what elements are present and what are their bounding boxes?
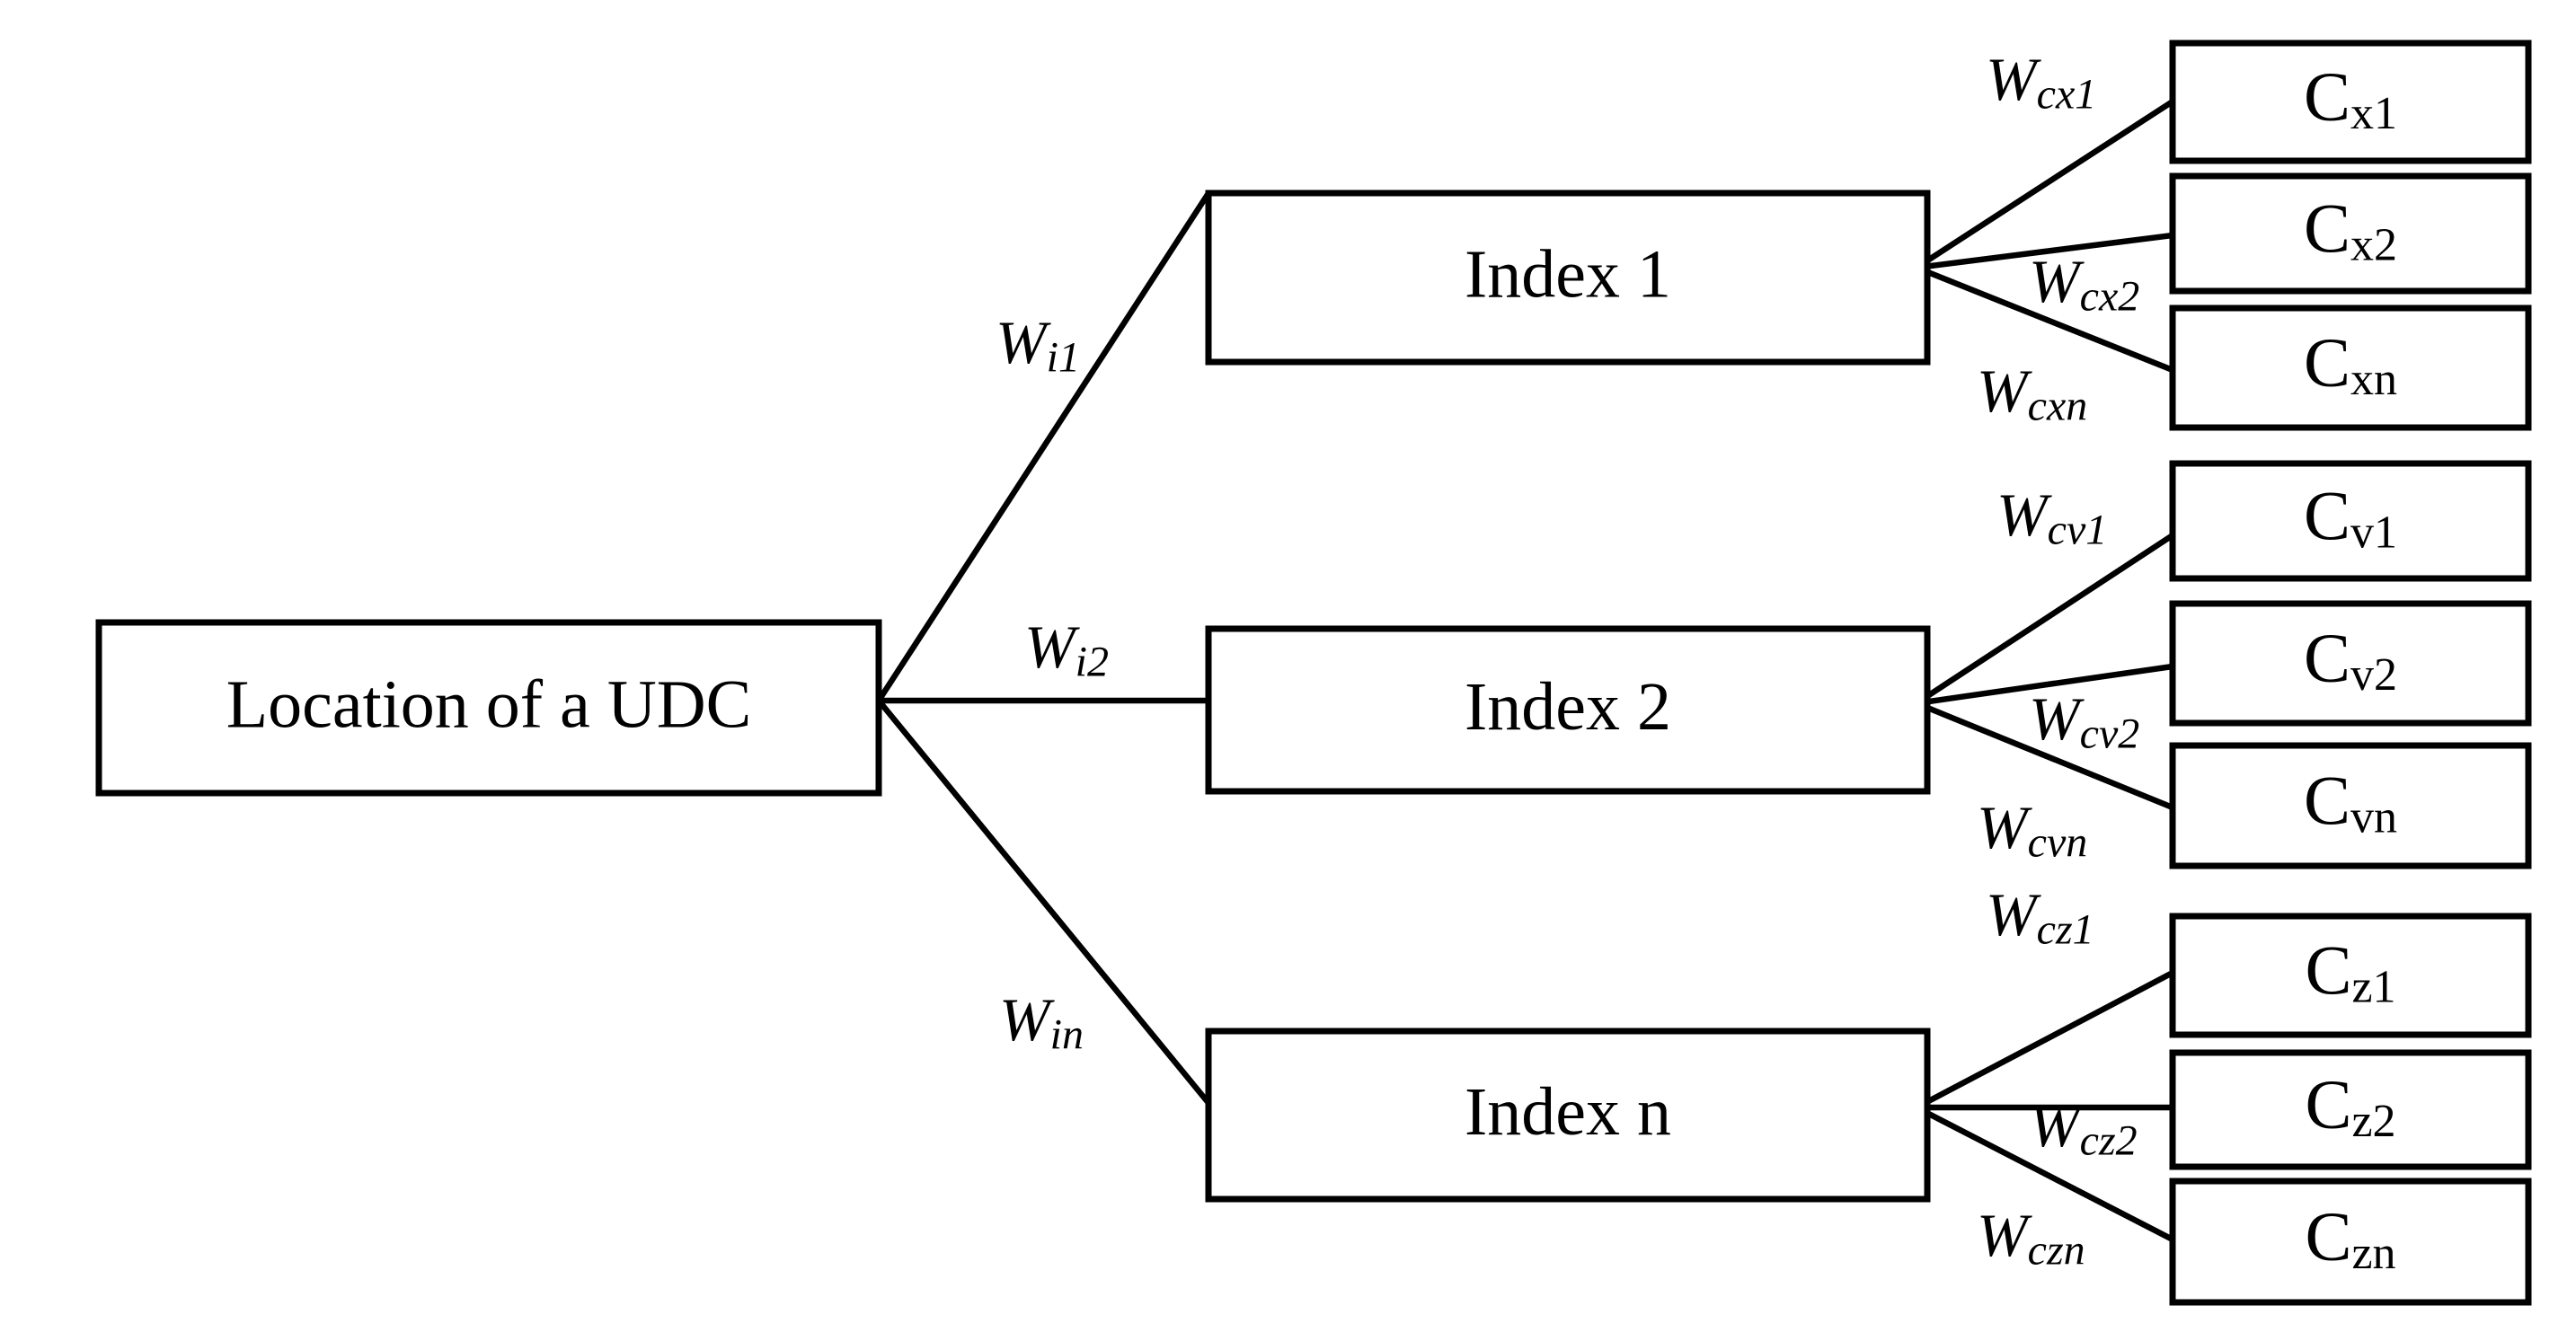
node-box-c-vn[interactable] [2169,742,2532,869]
node-box-c-x2[interactable] [2169,172,2532,295]
node-box-c-z2[interactable] [2169,1049,2532,1170]
weight-label-czn: Wczn [1977,1201,2085,1275]
weight-label-cxn: Wcxn [1977,357,2087,430]
weight-label-cz2: Wcz2 [2029,1091,2138,1165]
node-label-c-xn: Cxn [2304,322,2397,405]
edge-index-2-to-c-v2 [1916,663,2173,707]
node-label-root: Location of a UDC [226,666,752,742]
node-box-c-x1[interactable] [2169,40,2532,164]
node-box-c-v2[interactable] [2169,600,2532,727]
node-label-index-n: Index n [1465,1074,1671,1150]
weight-label-cvn: Wcvn [1977,793,2087,867]
node-label-index-2: Index 2 [1465,669,1671,745]
edge-index-1-to-c-x1 [1915,99,2174,270]
weight-label-cz1: Wcz1 [1986,880,2094,954]
edge-root-to-index-1 [876,191,1211,702]
node-label-c-v1: Cv1 [2304,476,2397,559]
node-label-c-z1: Cz1 [2305,931,2395,1013]
node-box-index-1[interactable] [1205,190,1931,366]
node-label-c-vn: Cvn [2304,761,2397,843]
weight-label-cx1: Wcx1 [1986,45,2096,119]
edge-index-n-to-c-zn [1915,1105,2174,1242]
edge-index-2-to-c-vn [1915,700,2174,811]
edge-index-n-to-c-z1 [1915,970,2174,1110]
node-box-index-2[interactable] [1205,625,1931,795]
weight-label-cv1: Wcv1 [1996,481,2107,554]
weight-label-cv2: Wcv2 [2029,684,2139,758]
node-box-c-xn[interactable] [2169,304,2532,431]
edge-root-to-index-n [876,698,1211,1106]
edge-index-1-to-c-x2 [1916,232,2173,271]
weight-label-wi1: Wi1 [996,308,1080,382]
edge-index-2-to-c-v1 [1915,533,2174,706]
boxes-layer [95,40,2532,1306]
node-box-index-n[interactable] [1205,1028,1931,1203]
node-label-c-x2: Cx2 [2304,189,2397,271]
node-label-c-zn: Czn [2305,1196,2395,1279]
weight-label-win: Win [999,985,1084,1059]
node-box-c-v1[interactable] [2169,460,2532,582]
edge-index-1-to-c-xn [1915,264,2174,374]
node-label-index-1: Index 1 [1465,236,1671,312]
node-label-c-x1: Cx1 [2304,57,2397,139]
weight-label-cx2: Wcx2 [2029,247,2139,321]
weight-label-wi2: Wi2 [1024,613,1109,686]
edges-layer [876,99,2174,1242]
node-box-c-zn[interactable] [2169,1178,2532,1306]
node-label-c-z2: Cz2 [2305,1064,2395,1147]
node-box-c-z1[interactable] [2169,913,2532,1038]
node-label-c-v2: Cv2 [2304,618,2397,701]
node-box-root[interactable] [95,619,882,797]
